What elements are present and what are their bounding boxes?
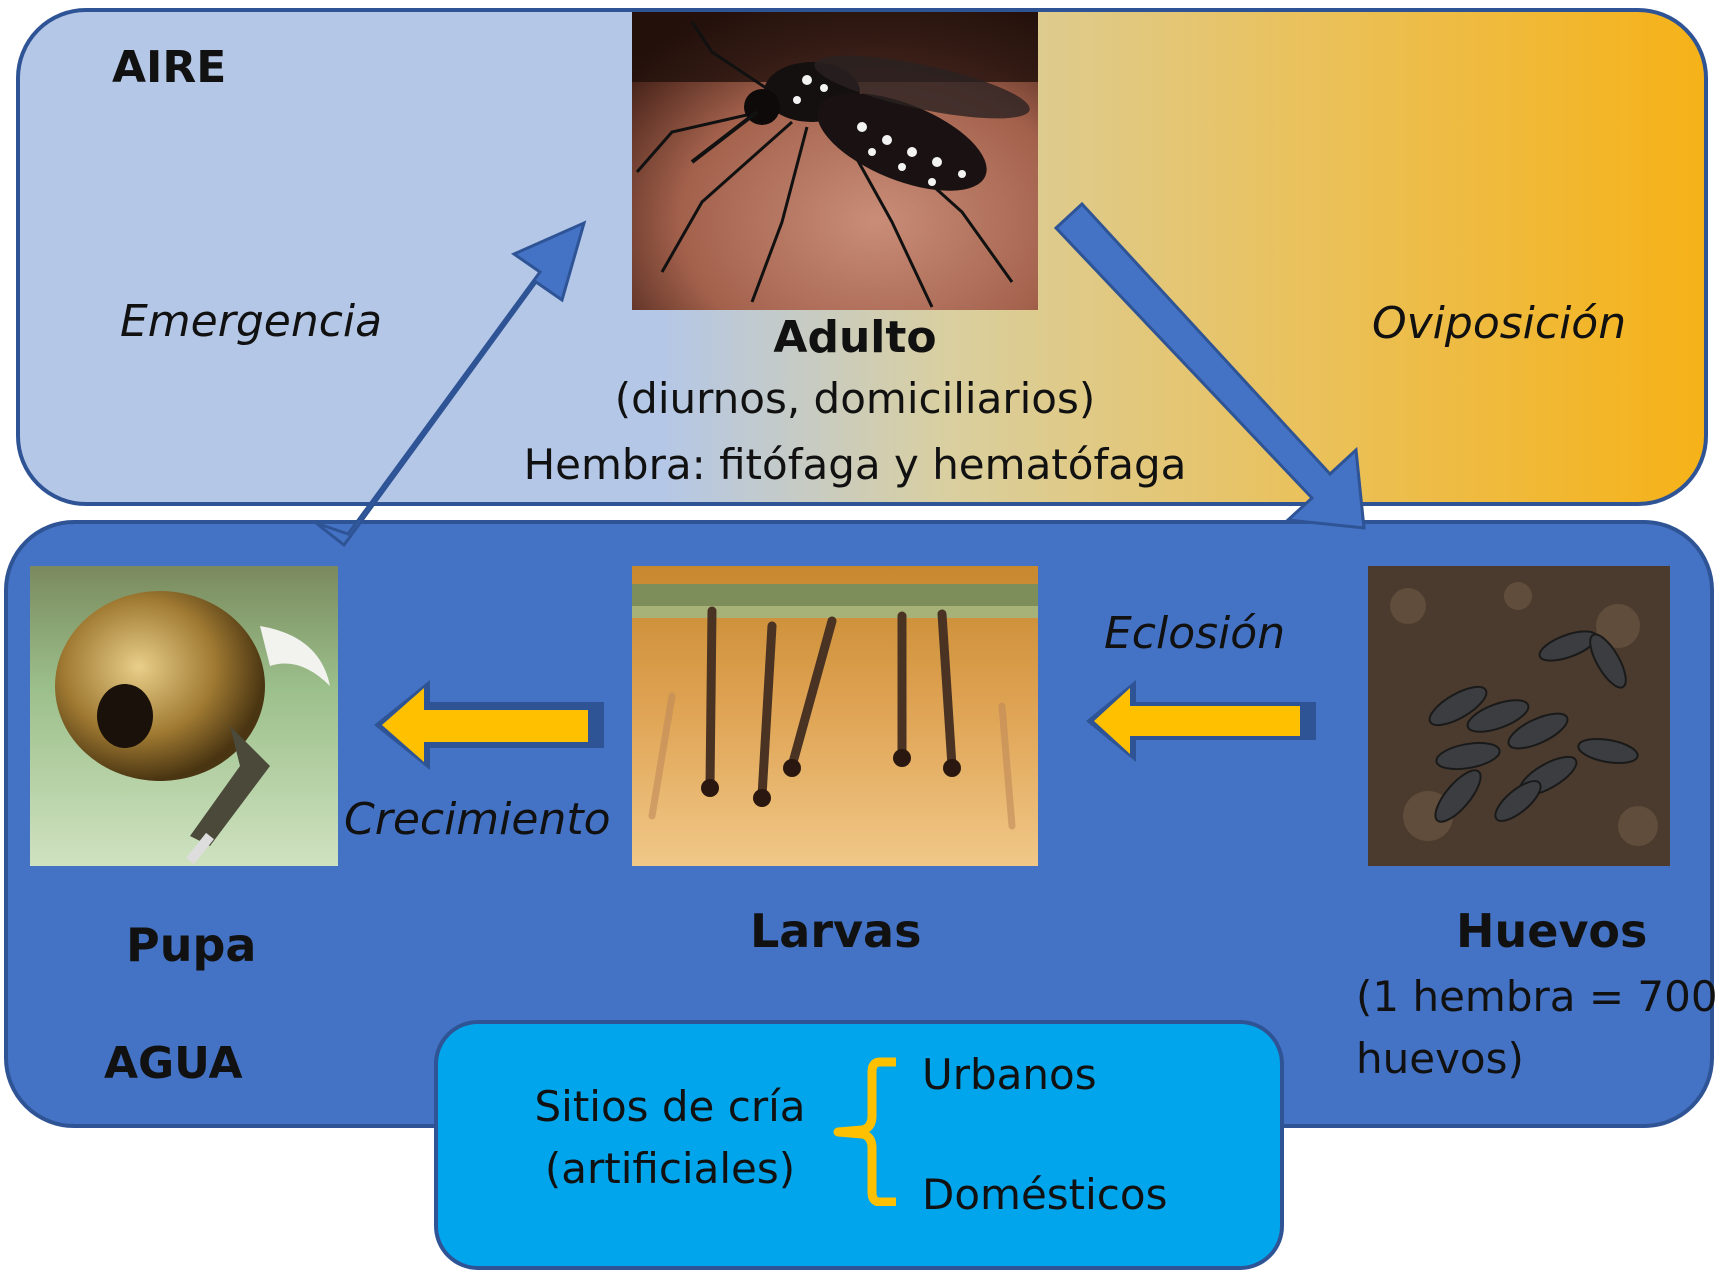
growth-arrow [374,680,604,770]
breeding-sites-label-line1: Sitios de cría [530,1082,810,1131]
larvae-stage-title: Larvas [750,904,921,958]
pupa-photo [30,566,338,866]
brace-icon [832,1056,902,1206]
larvae-photo [632,566,1038,866]
breeding-site-domestic: Domésticos [922,1170,1167,1219]
hatching-arrow [1086,680,1316,762]
oviposition-arrow [1056,204,1364,528]
eggs-count-line2: huevos) [1356,1034,1524,1083]
breeding-sites-label-line2: (artificiales) [530,1144,810,1193]
eggs-photo [1368,566,1670,866]
emergence-arrow [316,223,584,545]
eggs-stage-title: Huevos [1456,904,1647,958]
eggs-count-line1: (1 hembra = 700 [1356,972,1718,1021]
breeding-site-urban: Urbanos [922,1050,1097,1099]
pupa-stage-title: Pupa [126,918,256,972]
